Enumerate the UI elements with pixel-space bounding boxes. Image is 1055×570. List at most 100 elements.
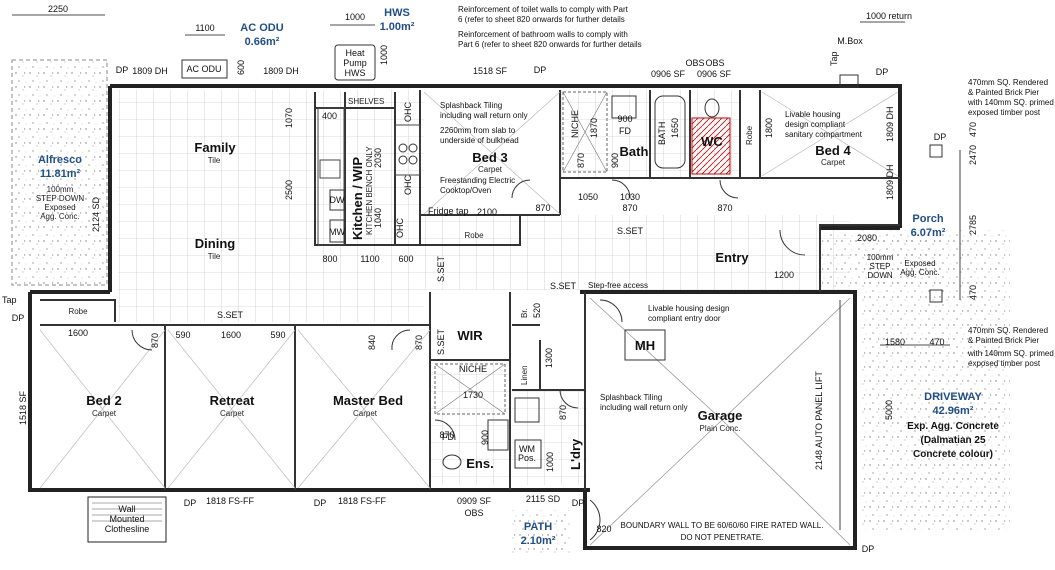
dp-9: DP [862, 544, 875, 554]
kitchen-bench-note: KITCHEN BENCH ONLY [365, 146, 374, 235]
note-pier-bottom-3: with 140mm SQ. primed [967, 349, 1054, 358]
wm-label-1: WM [519, 444, 535, 454]
dim-1600-ret: 1600 [221, 330, 241, 340]
note-livable-wc-2: design compliant [785, 120, 846, 129]
hws-area: 1.00m² [380, 21, 415, 33]
wc-hatch [691, 117, 731, 175]
note-cooktop-2: Cooktop/Oven [440, 186, 491, 195]
tap-label-top: Tap [829, 51, 839, 66]
wc-toilet [704, 98, 720, 118]
note-pier-top-4: exposed timber post [968, 108, 1041, 117]
burner [398, 155, 408, 165]
room-diagonals [39, 91, 899, 489]
win-top-4: 0906 SF [651, 69, 686, 79]
driveway-desc-2: (Dalmatian 25 [920, 435, 985, 446]
dp-4: DP [934, 132, 947, 142]
ohc-label-1: OHC [403, 102, 413, 123]
heat-pump-2: Pump [343, 58, 367, 68]
sset-2: S.SET [617, 226, 644, 236]
shower-diag [434, 363, 506, 415]
win-bed4-b: 1809 DH [885, 164, 895, 200]
alfresco-note-2: STEP DOWN [36, 194, 85, 203]
fd-bath: FD [619, 126, 631, 136]
sset-3: S.SET [550, 281, 577, 291]
driveway-desc-1: Exp. Agg. Concrete [907, 421, 999, 432]
dp-3: DP [876, 67, 889, 77]
burner [408, 155, 418, 165]
dim-1580: 1580 [885, 337, 905, 347]
note-bulkhead-2: underside of bulkhead [440, 136, 519, 145]
dim-590-b: 590 [270, 330, 285, 340]
dim-2100: 2100 [477, 207, 497, 217]
driveway-name: DRIVEWAY [924, 391, 982, 403]
dim-870-ens: 870 [439, 430, 454, 440]
room-bed2-finish: Carpet [92, 409, 117, 418]
porch-exposed-1: Exposed [904, 259, 935, 268]
porch-name: Porch [912, 213, 943, 225]
win-bottom-3: 0909 SF [457, 496, 492, 506]
note-toilet-1: Reinforcement of toilet walls to comply … [458, 5, 629, 14]
room-bed3: Bed 3 [472, 150, 507, 165]
clothesline-1: Wall [118, 504, 135, 514]
heat-pump-1: Heat [345, 48, 365, 58]
ac-odu-box [181, 59, 228, 79]
note-bath-1: Reinforcement of bathroom walls to compl… [458, 30, 628, 39]
porch-exposed-2: Agg. Conc. [900, 268, 940, 277]
mbox-box [839, 74, 859, 88]
alfresco-note-1: 100mm [47, 185, 74, 194]
dim-820: 820 [596, 524, 611, 534]
ohc-label-2: OHC [403, 175, 413, 196]
win-top-3: 1518 SF [473, 66, 508, 76]
alfresco-area-value: 11.81m² [40, 168, 81, 180]
bath-tub-label: BATH [657, 122, 667, 145]
heat-pump-3: HWS [345, 68, 366, 78]
dim-520: 520 [532, 303, 542, 318]
dim-900-ens: 900 [480, 430, 490, 445]
dp-8: DP [572, 498, 585, 508]
alfresco-name: Alfresco [38, 154, 82, 166]
note-pier-top-3: with 140mm SQ. primed [967, 98, 1054, 107]
tile-hall [424, 215, 764, 290]
note-cooktop-1: Freestanding Electric [440, 176, 515, 185]
driveway-area-value: 42.96m² [933, 405, 974, 417]
fd-ens: FD [442, 432, 454, 442]
path-area [510, 510, 570, 555]
room-master-finish: Carpet [353, 409, 378, 418]
win-top-2: 1809 DH [263, 66, 299, 76]
dim-590-a: 590 [175, 330, 190, 340]
dim-870-bath: 870 [622, 203, 637, 213]
ensuite-shower [434, 363, 506, 415]
dim-1600-robe: 1600 [68, 328, 88, 338]
tile-laundry [512, 390, 587, 485]
kitchen-bench [317, 107, 345, 246]
win-bed4-a: 1809 DH [885, 106, 895, 142]
win-bottom-1: 1818 FS-FF [206, 496, 255, 506]
door-swings [131, 179, 806, 541]
dim-1300: 1300 [544, 348, 554, 368]
clothesline-3: Clothesline [105, 524, 150, 534]
garage-diagonals [589, 297, 851, 546]
note-pier-bottom-1: 470mm SQ. Rendered [968, 326, 1048, 335]
dim-2500: 2500 [284, 180, 294, 200]
clothesline-box [87, 496, 167, 543]
dim-1730: 1730 [463, 390, 483, 400]
tile-family [118, 90, 424, 322]
dim-470-c: 470 [929, 337, 944, 347]
dp-2: DP [534, 65, 547, 75]
room-entry: Entry [715, 250, 749, 265]
ensuite-toilet [442, 454, 462, 470]
robe-bed2: Robe [68, 307, 88, 316]
bath-basin [611, 95, 637, 119]
mw-box [329, 219, 345, 243]
auto-panel-lift: 2148 AUTO PANEL LIFT [814, 371, 824, 470]
note-pier-top-2: & Painted Brick Pier [968, 88, 1039, 97]
mw-label: MW [329, 227, 345, 237]
path-area-value: 2.10m² [521, 535, 556, 547]
room-ldry: L'dry [568, 438, 583, 470]
pier-bottom [929, 289, 943, 303]
note-bulkhead-1: 2260mm from slab to [440, 126, 516, 135]
room-family-finish: Tile [208, 156, 221, 165]
dimension-lines [12, 14, 961, 530]
